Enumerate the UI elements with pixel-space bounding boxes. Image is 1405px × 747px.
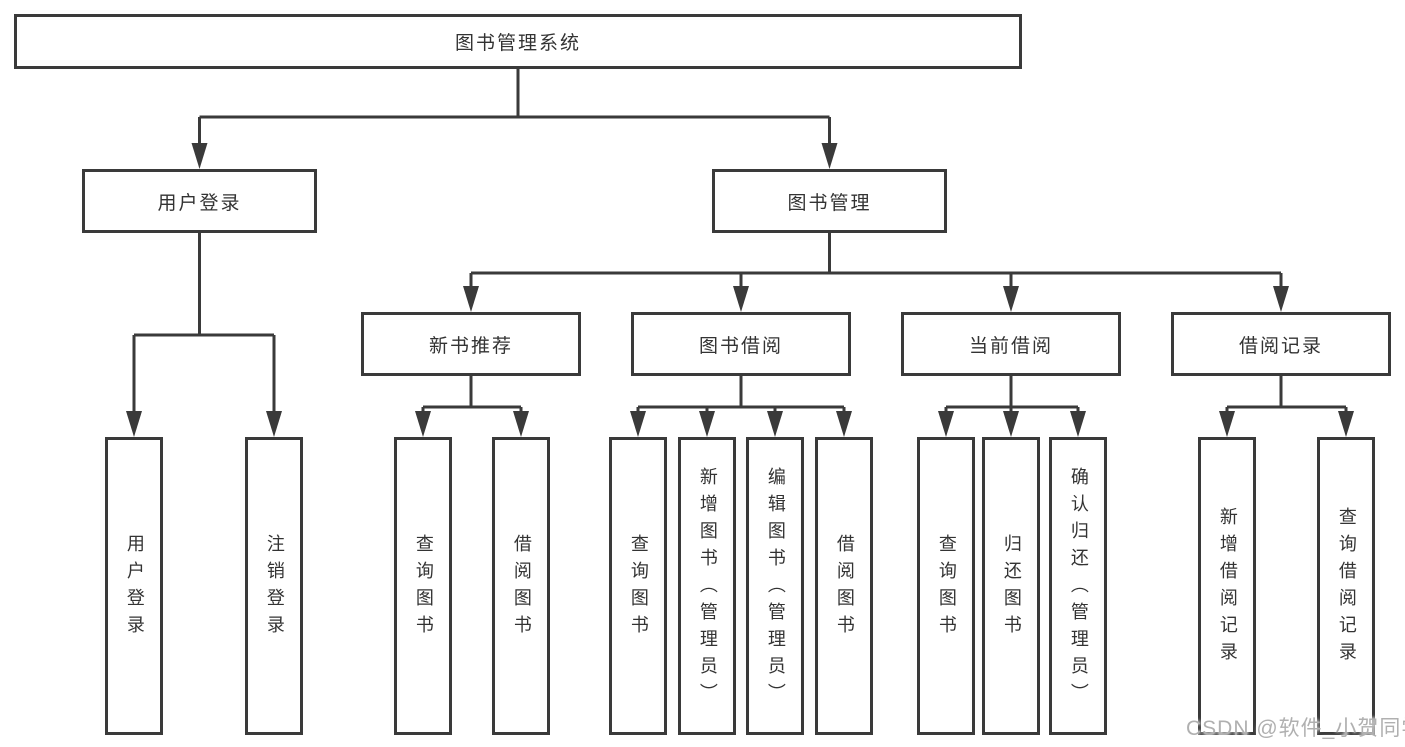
book-management-branch-lines [463, 233, 1289, 312]
root-branch-lines [191, 69, 838, 169]
leaf-user-login: 用户登录 [105, 437, 163, 735]
csdn-watermark: CSDN @软件_小贺同学 [1186, 717, 1405, 740]
node-user-login: 用户登录 [82, 169, 317, 233]
user-login-branch-lines [126, 233, 282, 437]
node-current-borrowing: 当前借阅 [901, 312, 1121, 376]
node-borrowing-records: 借阅记录 [1171, 312, 1391, 376]
leaf-edit-book-admin: 编辑图书（管理员） [746, 437, 804, 735]
leaf-logout: 注销登录 [245, 437, 303, 735]
leaf-confirm-return-admin: 确认归还（管理员） [1049, 437, 1107, 735]
node-book-management: 图书管理 [712, 169, 947, 233]
leaf-query-books-current: 查询图书 [917, 437, 975, 735]
book-borrowing-branch-lines [630, 376, 852, 437]
new-book-branch-lines [415, 376, 529, 437]
leaf-add-book-admin: 新增图书（管理员） [678, 437, 736, 735]
borrowing-records-branch-lines [1219, 376, 1354, 437]
leaf-return-book: 归还图书 [982, 437, 1040, 735]
node-book-borrowing: 图书借阅 [631, 312, 851, 376]
leaf-borrow-books-recommend: 借阅图书 [492, 437, 550, 735]
current-borrowing-branch-lines [938, 376, 1086, 437]
leaf-add-borrow-record: 新增借阅记录 [1198, 437, 1256, 735]
leaf-query-books-borrowing: 查询图书 [609, 437, 667, 735]
leaf-borrow-books-borrowing: 借阅图书 [815, 437, 873, 735]
node-new-book-recommendation: 新书推荐 [361, 312, 581, 376]
leaf-query-borrow-record: 查询借阅记录 [1317, 437, 1375, 735]
leaf-query-books-recommend: 查询图书 [394, 437, 452, 735]
node-library-system-root: 图书管理系统 [14, 14, 1022, 69]
